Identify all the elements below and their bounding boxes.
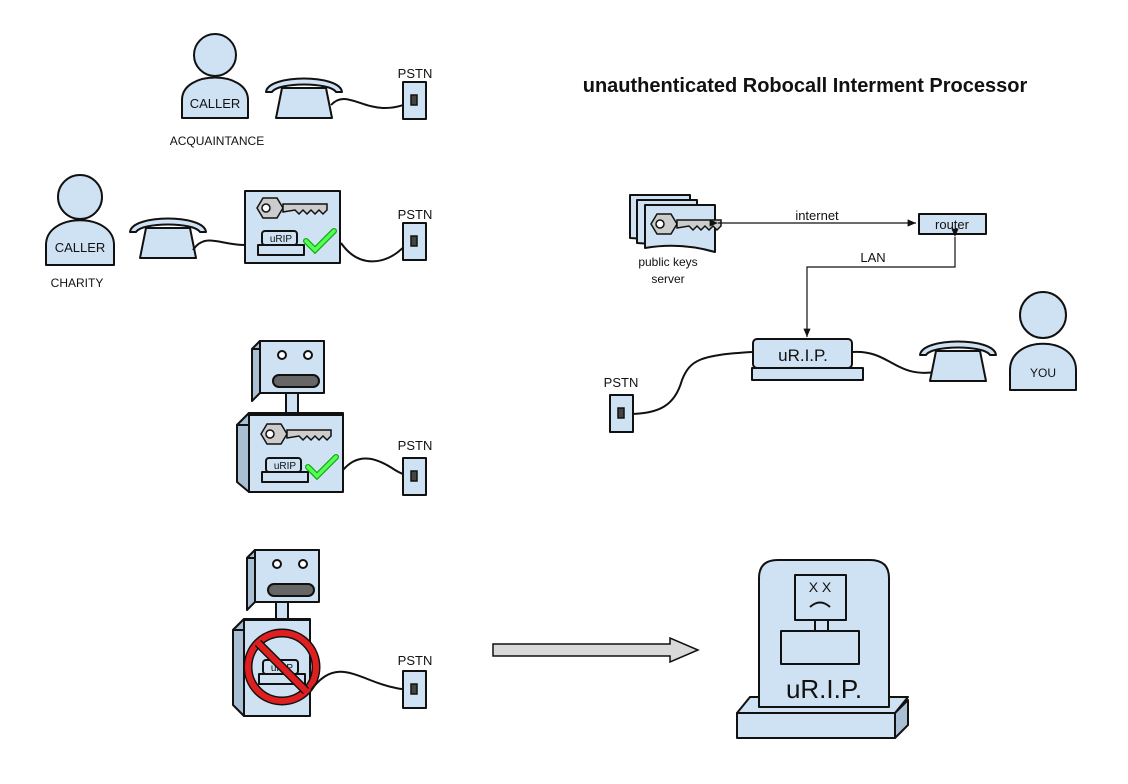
prohibited-icon — [243, 628, 321, 706]
phone-icon — [265, 77, 343, 119]
svg-text:uR.I.P.: uR.I.P. — [778, 346, 828, 365]
pstn-label: PSTN — [398, 438, 433, 453]
tombstone-label: uR.I.P. — [786, 674, 862, 704]
phone-icon — [919, 340, 997, 382]
pstn-jack-icon — [402, 670, 427, 709]
robot-unauthenticated: uRIP — [232, 549, 321, 717]
robot-authenticated: uRIP — [236, 340, 344, 493]
charity-label: CHARITY — [51, 276, 104, 290]
router: router — [918, 213, 987, 235]
urip-authenticated-box: uRIP — [244, 190, 341, 264]
pstn-label: PSTN — [604, 375, 639, 390]
pstn-jack-icon — [609, 394, 634, 433]
acquaintance-label: ACQUAINTANCE — [170, 134, 264, 148]
svg-text:YOU: YOU — [1030, 366, 1056, 380]
pstn-label: PSTN — [398, 653, 433, 668]
person-icon — [1019, 291, 1067, 339]
urip-device: uR.I.P. — [751, 338, 864, 381]
tombstone: X X uR.I.P. — [736, 559, 909, 739]
person-icon — [193, 33, 237, 77]
pstn-jack-icon — [402, 81, 427, 120]
internet-label: internet — [795, 208, 839, 223]
svg-text:server: server — [651, 272, 684, 286]
person-icon — [57, 174, 103, 220]
pstn-label: PSTN — [398, 66, 433, 81]
phone-icon — [129, 217, 207, 259]
svg-text:router: router — [935, 217, 970, 232]
lan-link — [803, 228, 959, 337]
lan-label: LAN — [860, 250, 885, 265]
svg-text:uRIP: uRIP — [270, 234, 293, 245]
pstn-jack-icon — [402, 222, 427, 261]
arrow-right-icon — [492, 636, 700, 664]
you-person: YOU — [1009, 291, 1077, 391]
svg-text:public keys: public keys — [638, 255, 697, 269]
diagram-title: unauthenticated Robocall Interment Proce… — [583, 75, 1028, 97]
pstn-label: PSTN — [398, 207, 433, 222]
pstn-jack-icon — [402, 457, 427, 496]
svg-text:CALLER: CALLER — [55, 240, 106, 255]
public-keys-server: public keys server — [629, 194, 722, 286]
svg-text:uRIP: uRIP — [274, 461, 297, 472]
svg-text:CALLER: CALLER — [190, 96, 241, 111]
caller-charity: CALLER CHARITY — [45, 174, 115, 290]
dead-eyes: X X — [809, 579, 832, 595]
caller-acquaintance: CALLER ACQUAINTANCE — [170, 33, 264, 148]
